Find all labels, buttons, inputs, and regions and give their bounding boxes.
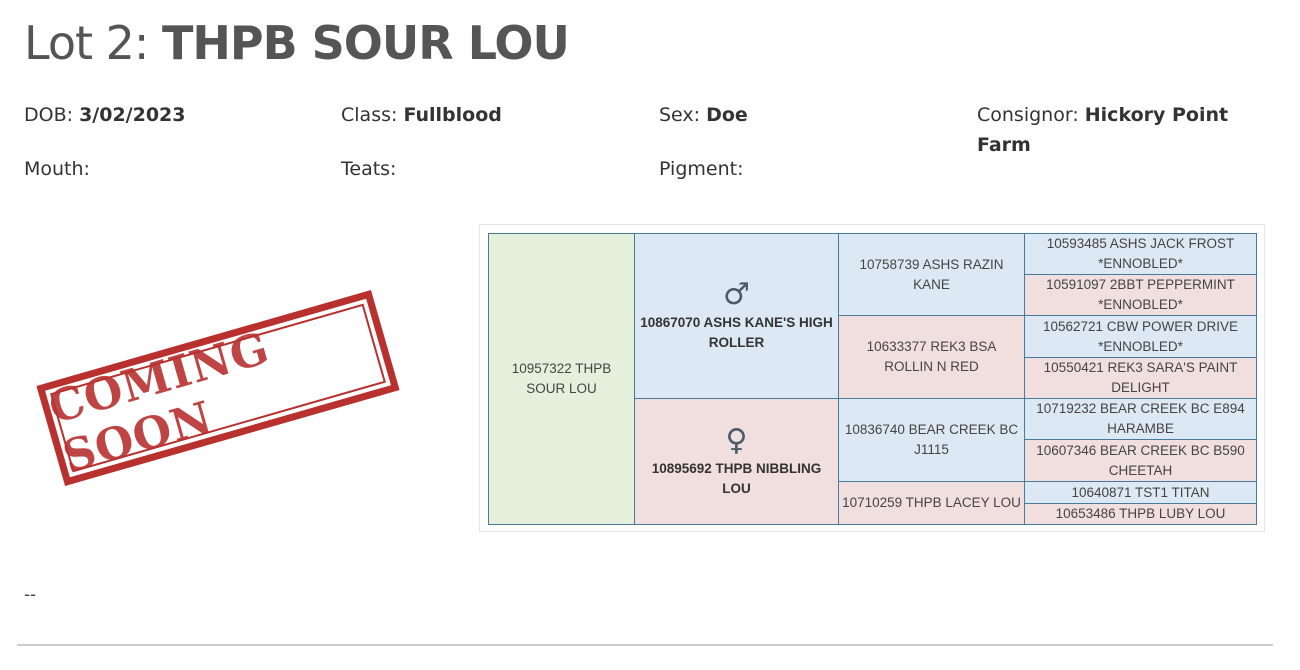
- pedigree-ggen-2: 10591097 2BBT PEPPERMINT *ENNOBLED*: [1024, 274, 1257, 316]
- pedigree-sire-dam: 10633377 REK3 BSA ROLLIN N RED: [838, 315, 1025, 399]
- mouth-label: Mouth:: [24, 158, 90, 180]
- male-icon: ♂: [723, 277, 750, 312]
- ggen-label: 10562721 CBW POWER DRIVE *ENNOBLED*: [1042, 318, 1239, 354]
- animal-label: 10957322 THPB SOUR LOU: [511, 361, 612, 396]
- ggen-label: 10719232 BEAR CREEK BC E894 HARAMBE: [1036, 401, 1245, 436]
- dam-dam-label: 10710259 THPB LACEY LOU: [842, 495, 1021, 510]
- pedigree-animal: 10957322 THPB SOUR LOU: [488, 233, 635, 525]
- class-field: Class: Fullblood: [341, 100, 502, 130]
- pedigree-ggen-4: 10550421 REK3 SARA'S PAINT DELIGHT: [1024, 357, 1257, 399]
- coming-soon-stamp: COMING SOON: [36, 290, 400, 486]
- dob-value: 3/02/2023: [79, 104, 186, 126]
- consignor-value: Hickory Point Farm: [977, 104, 1229, 156]
- pedigree-ggen-3: 10562721 CBW POWER DRIVE *ENNOBLED*: [1024, 315, 1257, 358]
- pedigree-chart: 10957322 THPB SOUR LOU ♂ 10867070 ASHS K…: [479, 224, 1265, 532]
- pedigree-dam-dam: 10710259 THPB LACEY LOU: [838, 481, 1025, 525]
- teats-label: Teats:: [341, 158, 397, 180]
- teats-field: Teats:: [341, 154, 396, 184]
- pedigree-ggen-6: 10607346 BEAR CREEK BC B590 CHEETAH: [1024, 439, 1257, 482]
- consignor-field: Consignor: Hickory Point Farm: [977, 100, 1247, 160]
- notes-text: --: [24, 584, 36, 604]
- female-icon: ♀: [725, 422, 748, 458]
- pedigree-ggen-8: 10653486 THPB LUBY LOU: [1024, 503, 1257, 525]
- sex-field: Sex: Doe: [659, 100, 748, 130]
- lot-title: Lot 2: THPB SOUR LOU: [24, 16, 570, 70]
- dob-label: DOB:: [24, 104, 74, 126]
- pedigree-dam-sire: 10836740 BEAR CREEK BC J1115: [838, 398, 1025, 482]
- ggen-label: 10607346 BEAR CREEK BC B590 CHEETAH: [1036, 442, 1245, 478]
- sex-label: Sex:: [659, 104, 701, 126]
- ggen-label: 10550421 REK3 SARA'S PAINT DELIGHT: [1043, 360, 1238, 395]
- sire-sire-label: 10758739 ASHS RAZIN KANE: [859, 256, 1004, 292]
- stamp-text: COMING SOON: [43, 322, 276, 484]
- sex-value: Doe: [706, 104, 748, 126]
- lot-prefix: Lot 2:: [24, 16, 149, 70]
- pedigree-sire-sire: 10758739 ASHS RAZIN KANE: [838, 233, 1025, 316]
- ggen-label: 10640871 TST1 TITAN: [1071, 484, 1210, 500]
- pedigree-dam: ♀ 10895692 THPB NIBBLING LOU: [634, 398, 839, 525]
- pigment-label: Pigment:: [659, 158, 744, 180]
- pedigree-ggen-1: 10593485 ASHS JACK FROST *ENNOBLED*: [1024, 233, 1257, 275]
- pedigree-ggen-5: 10719232 BEAR CREEK BC E894 HARAMBE: [1024, 398, 1257, 440]
- lot-animal-name: THPB SOUR LOU: [162, 16, 570, 70]
- sire-label: 10867070 ASHS KANE'S HIGH ROLLER: [640, 315, 833, 350]
- consignor-label: Consignor:: [977, 104, 1079, 126]
- dam-label: 10895692 THPB NIBBLING LOU: [651, 460, 822, 496]
- sire-dam-label: 10633377 REK3 BSA ROLLIN N RED: [866, 339, 997, 374]
- ggen-label: 10653486 THPB LUBY LOU: [1055, 506, 1226, 521]
- class-label: Class:: [341, 104, 398, 126]
- ggen-label: 10591097 2BBT PEPPERMINT *ENNOBLED*: [1046, 277, 1235, 312]
- pedigree-ggen-7: 10640871 TST1 TITAN: [1024, 481, 1257, 504]
- divider: [17, 644, 1273, 646]
- dob-field: DOB: 3/02/2023: [24, 100, 186, 130]
- ggen-label: 10593485 ASHS JACK FROST *ENNOBLED*: [1046, 236, 1235, 271]
- pigment-field: Pigment:: [659, 154, 743, 184]
- class-value: Fullblood: [403, 104, 502, 126]
- pedigree-sire: ♂ 10867070 ASHS KANE'S HIGH ROLLER: [634, 233, 839, 399]
- dam-sire-label: 10836740 BEAR CREEK BC J1115: [844, 422, 1019, 457]
- mouth-field: Mouth:: [24, 154, 90, 184]
